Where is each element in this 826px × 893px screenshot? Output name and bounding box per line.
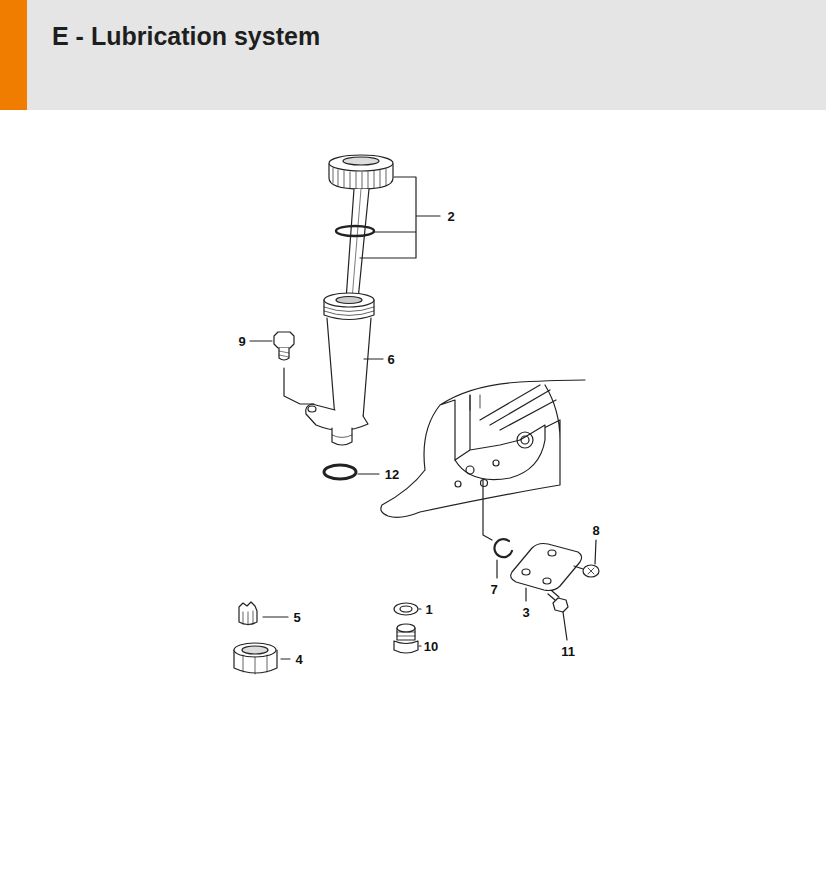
callout-number: 1: [425, 603, 432, 616]
callout-number: 8: [592, 524, 599, 537]
callout-number: 2: [447, 210, 454, 223]
callout-number: 5: [293, 611, 300, 624]
callout-number: 6: [387, 353, 394, 366]
callout-number: 4: [295, 653, 302, 666]
callout-number: 7: [490, 583, 497, 596]
callout-number: 3: [522, 606, 529, 619]
accent-bar: [0, 0, 27, 110]
callout-number: 9: [238, 335, 245, 348]
header-band: [0, 0, 826, 110]
callout-number: 12: [385, 468, 399, 481]
page-title: E - Lubrication system: [52, 22, 320, 51]
callout-number: 11: [561, 645, 575, 658]
callout-number: 10: [424, 640, 438, 653]
